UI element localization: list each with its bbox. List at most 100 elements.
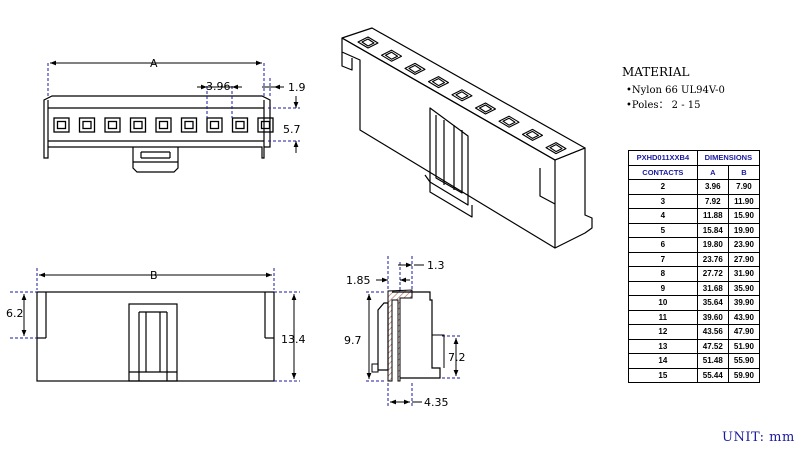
dim-b-cell: 43.90	[727, 309, 761, 325]
iso-contact-cavity	[404, 62, 426, 75]
part-number-header: PXHD011XXB4	[628, 150, 698, 166]
iso-contact-cavity-inner	[361, 38, 375, 47]
dim-a-cell: 19.80	[696, 237, 729, 253]
dim-b-cell: 15.90	[727, 208, 761, 224]
contacts-cell: 12	[628, 324, 698, 340]
dim-b-cell: 47.90	[727, 324, 761, 340]
iso-contact-cavity-inner	[384, 51, 399, 60]
contact-cavity	[231, 117, 249, 133]
iso-contact-cavity-inner	[431, 78, 446, 87]
contacts-cell: 10	[628, 295, 698, 311]
contact-cavity-inner	[209, 120, 220, 130]
contact-cavity-inner	[107, 120, 118, 130]
iso-contact-cavity-inner	[408, 64, 422, 73]
dim-a-cell: 35.64	[696, 295, 729, 311]
iso-contact-cavity	[474, 102, 497, 115]
dim-7-2-label: 7.2	[448, 351, 466, 364]
dim-a-cell: 55.44	[696, 367, 729, 383]
iso-contact-cavity	[380, 49, 403, 62]
iso-contact-cavity	[427, 76, 450, 89]
dim-1-3-label: 1.3	[427, 259, 445, 272]
contacts-cell: 2	[628, 179, 698, 195]
contacts-cell: 15	[628, 367, 698, 383]
iso-contact-cavity	[451, 89, 473, 102]
col-a-header: A	[696, 164, 729, 180]
dim-a-cell: 3.96	[696, 179, 729, 195]
dim-1-9-label: 1.9	[288, 81, 306, 94]
dim-13-4-label: 13.4	[281, 333, 306, 346]
dim-6-2-label: 6.2	[6, 307, 24, 320]
contact-cavity	[206, 117, 223, 133]
dim-b-cell: 59.90	[727, 367, 761, 383]
dim-a-cell: 11.88	[696, 208, 729, 224]
cross-section-dimensions	[366, 256, 462, 408]
side-view	[36, 291, 275, 382]
col-b-header: B	[727, 164, 761, 180]
contact-cavity-inner	[260, 120, 271, 130]
iso-contact-cavity-inner	[478, 104, 493, 113]
contact-cavity	[53, 117, 70, 133]
contact-cavity-inner	[82, 120, 92, 130]
dim-b-cell: 11.90	[727, 193, 761, 209]
dim-a-cell: 31.68	[696, 280, 729, 296]
dim-b-cell: 7.90	[727, 179, 761, 195]
material-heading: MATERIAL	[622, 65, 690, 79]
front-view	[43, 95, 274, 173]
contact-cavity-inner	[235, 120, 245, 130]
contact-cavity-inner	[184, 120, 194, 130]
contacts-cell: 9	[628, 280, 698, 296]
iso-contact-cavity	[357, 36, 379, 49]
isometric-view	[341, 27, 593, 249]
contact-cavity	[257, 117, 274, 133]
contact-cavity-inner	[56, 120, 67, 130]
contact-cavity	[129, 117, 147, 133]
dim-b-cell: 55.90	[727, 353, 761, 369]
dim-pitch-label: 3.96	[206, 80, 231, 93]
dim-a-label: A	[150, 57, 158, 70]
iso-contact-cavity-inner	[525, 130, 540, 139]
dim-a-cell: 23.76	[696, 251, 729, 267]
iso-contact-cavity-inner	[549, 144, 563, 153]
contacts-cell: 4	[628, 208, 698, 224]
dim-b-cell: 27.90	[727, 251, 761, 267]
contacts-cell: 3	[628, 193, 698, 209]
iso-contact-cavity-inner	[502, 117, 516, 126]
dim-a-cell: 39.60	[696, 309, 729, 325]
dim-b-cell: 19.90	[727, 222, 761, 238]
dim-b-cell: 51.90	[727, 338, 761, 354]
dim-4-35-label: 4.35	[424, 396, 449, 409]
contact-cavity	[180, 117, 198, 133]
dim-a-cell: 27.72	[696, 266, 729, 282]
dim-1-85-label: 1.85	[346, 274, 371, 287]
contacts-cell: 5	[628, 222, 698, 238]
contacts-cell: 14	[628, 353, 698, 369]
iso-contact-cavity	[545, 142, 567, 155]
contacts-cell: 7	[628, 251, 698, 267]
contacts-header: CONTACTS	[628, 164, 698, 180]
side-view-dimensions	[10, 268, 300, 382]
dim-b-cell: 31.90	[727, 266, 761, 282]
contacts-cell: 13	[628, 338, 698, 354]
dim-b-cell: 35.90	[727, 280, 761, 296]
dim-9-7-label: 9.7	[344, 334, 362, 347]
front-view-dimensions	[47, 60, 300, 153]
iso-contact-cavity-inner	[455, 91, 469, 100]
dim-a-cell: 7.92	[696, 193, 729, 209]
dimensions-header: DIMENSIONS	[696, 150, 761, 166]
unit-label: UNIT: mm	[722, 430, 795, 445]
iso-contact-cavity	[498, 115, 520, 128]
material-line-1: •Nylon 66 UL94V-0	[626, 85, 725, 96]
